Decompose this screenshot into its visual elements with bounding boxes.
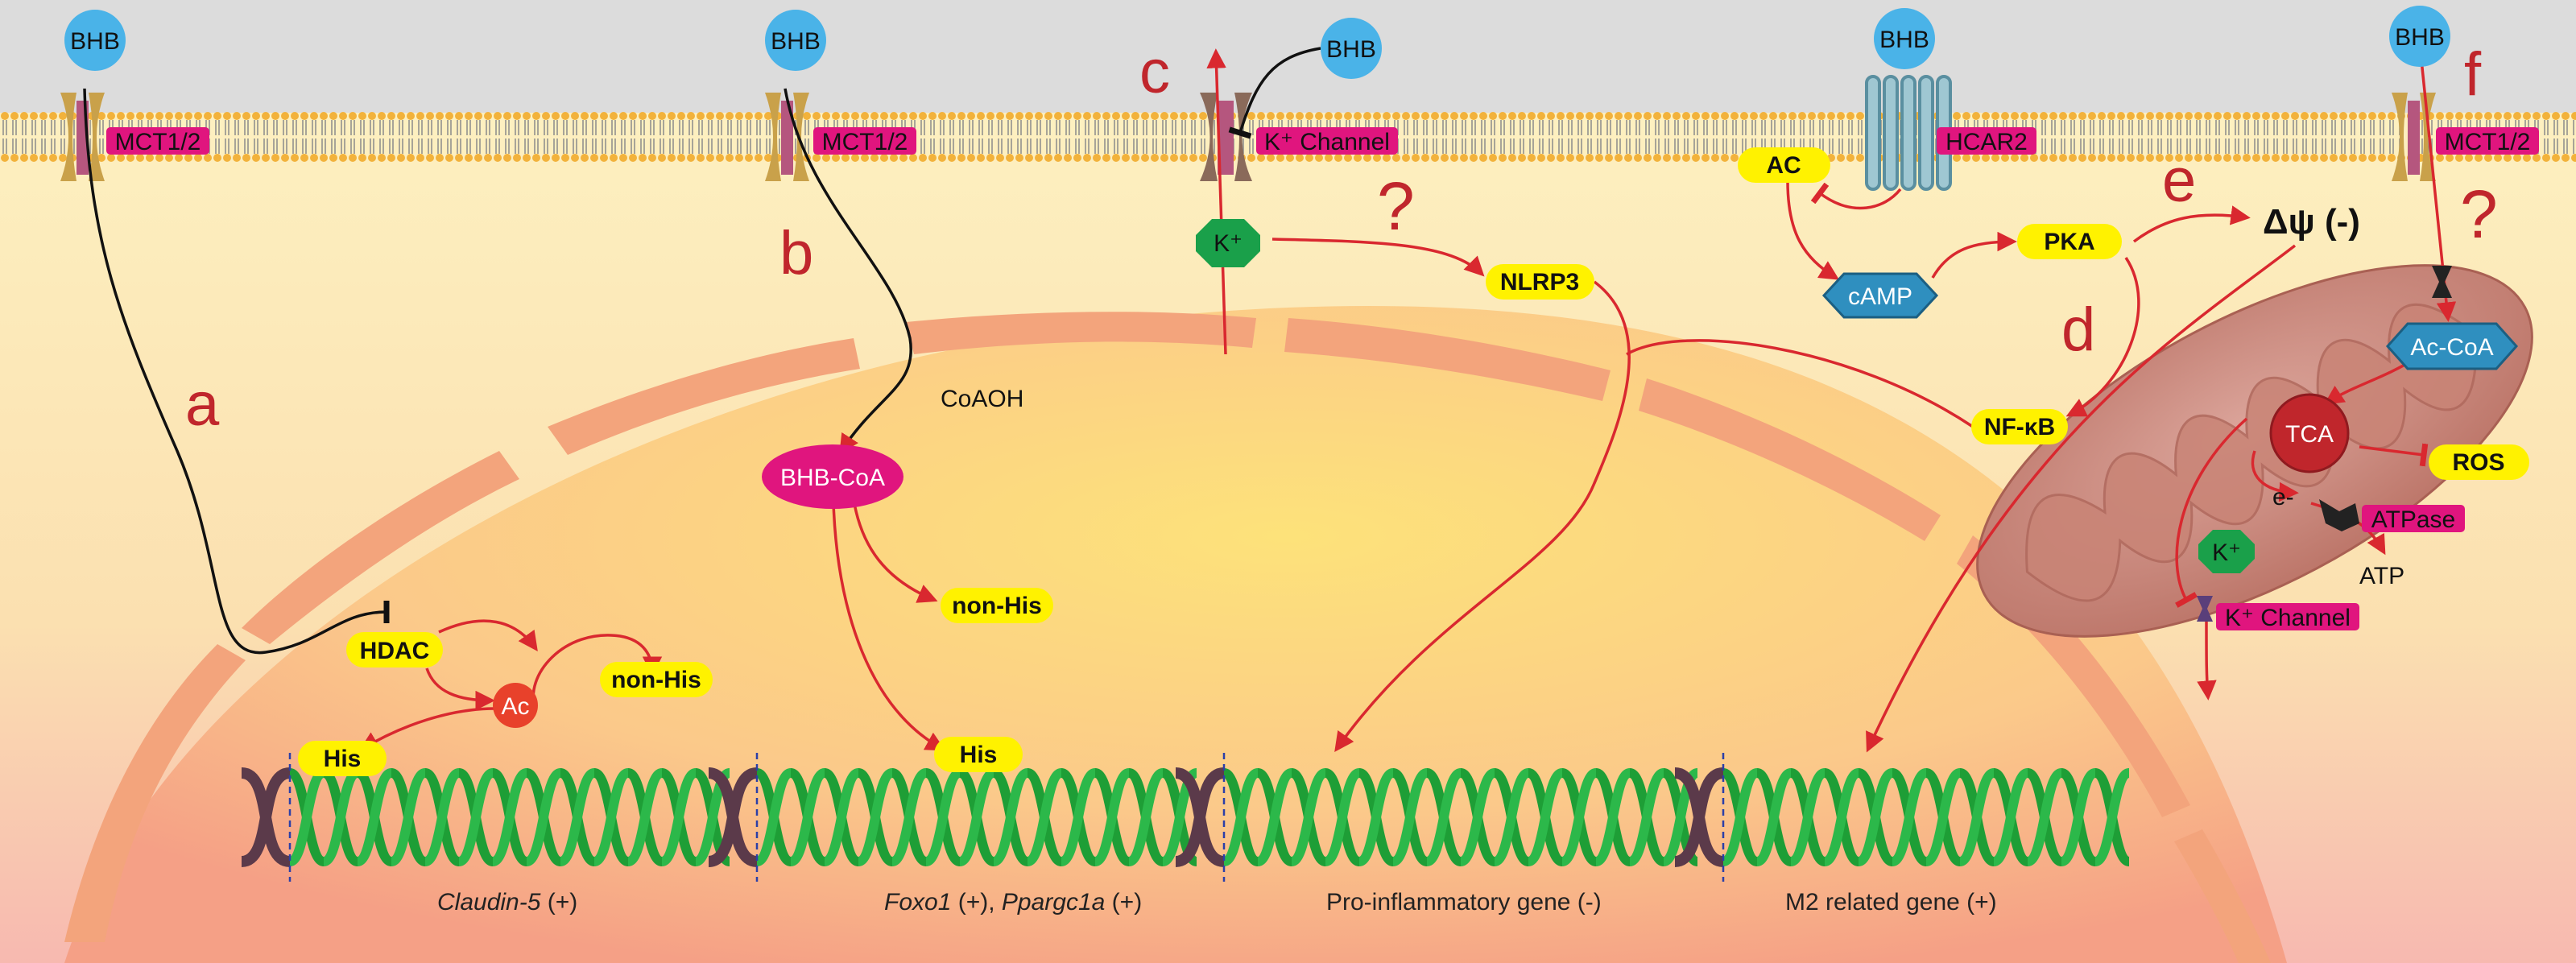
mct-transporter-f [2392, 93, 2436, 181]
svg-text:cAMP: cAMP [1848, 283, 1912, 310]
svg-text:PKA: PKA [2044, 229, 2094, 255]
e-minus-label: e- [2272, 484, 2294, 510]
his-node-b: His [934, 737, 1023, 772]
bhb-molecule-c: BHB [1321, 18, 1382, 79]
svg-text:BHB: BHB [70, 28, 120, 55]
his-node-a: His [298, 741, 387, 776]
non-his-node-a: non-His [600, 662, 713, 697]
extracellular-space [0, 0, 2576, 113]
svg-text:His: His [960, 742, 998, 768]
pka-node: PKA [2017, 224, 2122, 259]
bhb-coa-node: BHB-CoA [762, 444, 903, 509]
bhb-molecule-b: BHB [765, 10, 826, 71]
svg-text:HDAC: HDAC [360, 638, 430, 664]
svg-text:Ac-CoA: Ac-CoA [2410, 334, 2493, 361]
svg-text:BHB: BHB [771, 28, 821, 55]
svg-text:MCT1/2: MCT1/2 [822, 129, 908, 155]
panel-letter-b: b [779, 219, 813, 287]
svg-text:non-His: non-His [611, 667, 701, 693]
coaoh-label: CoAOH [941, 386, 1023, 412]
tca-node: TCA [2269, 393, 2350, 473]
gene-caption-proinflammatory: Pro-inflammatory gene (-) [1326, 889, 1602, 915]
camp-node: cAMP [1821, 272, 1939, 319]
svg-text:ROS: ROS [2452, 449, 2504, 476]
hcar2-label: HCAR2 [1937, 127, 2036, 155]
nlrp3-node: NLRP3 [1486, 264, 1594, 300]
bhb-molecule-d: BHB [1874, 8, 1935, 69]
panel-letter-d: d [2061, 296, 2095, 364]
svg-text:K⁺ Channel: K⁺ Channel [2225, 605, 2351, 631]
mito-k-channel-label: K⁺ Channel [2216, 603, 2359, 631]
mct-label-a: MCT1/2 [106, 127, 209, 155]
panel-letter-e: e [2162, 147, 2196, 215]
panel-letter-f: f [2464, 40, 2482, 109]
svg-text:BHB: BHB [1326, 36, 1376, 63]
gene-caption-m2: M2 related gene (+) [1785, 889, 1997, 915]
bhb-molecule-a: BHB [64, 10, 126, 71]
atp-label: ATP [2359, 563, 2404, 589]
svg-text:AC: AC [1766, 152, 1801, 179]
svg-text:K⁺: K⁺ [2212, 539, 2241, 566]
panel-letter-c: c [1139, 38, 1170, 106]
ac-coa-node: Ac-CoA [2385, 322, 2519, 370]
svg-text:His: His [324, 746, 362, 772]
pathway-lines [83, 43, 2457, 753]
nucleus [64, 306, 2287, 963]
panel-letter-a: a [185, 370, 220, 439]
ac-enzyme-node: AC [1738, 147, 1830, 183]
svg-text:non-His: non-His [952, 593, 1042, 619]
membrane-potential-label: Δψ (-) [2263, 202, 2360, 242]
nfkb-node: NF-κB [1971, 409, 2068, 444]
svg-text:ATPase: ATPase [2371, 506, 2456, 533]
acetyl-node: Ac [493, 683, 538, 728]
dna-helices [240, 753, 2132, 882]
ros-node: ROS [2429, 444, 2529, 480]
k-ion-cytoplasm: K⁺ [1196, 219, 1260, 267]
dna-helix [240, 753, 732, 882]
k-channel-membrane [1200, 93, 1252, 181]
svg-text:NF-κB: NF-κB [1984, 414, 2055, 440]
gene-caption-foxo1: Foxo1 (+), Ppargc1a (+) [884, 889, 1142, 915]
svg-text:BHB: BHB [2395, 24, 2445, 51]
gene-caption-claudin: Claudin-5 (+) [437, 889, 577, 915]
hcar2-receptor [1865, 75, 1952, 191]
svg-text:BHB: BHB [1879, 27, 1929, 53]
mito-channel-symbols [2197, 266, 2452, 622]
svg-text:HCAR2: HCAR2 [1945, 129, 2028, 155]
mct-label-b: MCT1/2 [813, 127, 916, 155]
svg-text:NLRP3: NLRP3 [1500, 269, 1579, 296]
dna-helix [1673, 753, 2132, 882]
bhb-molecule-f: BHB [2389, 6, 2450, 67]
svg-text:MCT1/2: MCT1/2 [2445, 129, 2531, 155]
question-mark-nlrp3: ? [1377, 168, 1415, 244]
dna-helix [1174, 753, 1700, 882]
hdac-node: HDAC [346, 632, 443, 667]
k-channel-label: K⁺ Channel [1256, 127, 1398, 155]
question-mark-mito: ? [2460, 176, 2498, 252]
atpase-label: ATPase [2362, 505, 2465, 533]
svg-text:MCT1/2: MCT1/2 [115, 129, 201, 155]
dna-helix [707, 753, 1199, 882]
k-ion-mito: K⁺ [2198, 530, 2255, 573]
svg-text:Ac: Ac [501, 693, 529, 720]
svg-text:TCA: TCA [2285, 421, 2334, 448]
svg-text:K⁺ Channel: K⁺ Channel [1264, 129, 1390, 155]
mct-transporter-b [765, 93, 809, 181]
non-his-node-b: non-His [941, 588, 1053, 623]
mct-label-f: MCT1/2 [2436, 127, 2539, 155]
svg-text:BHB-CoA: BHB-CoA [780, 465, 885, 491]
svg-text:K⁺: K⁺ [1214, 230, 1243, 257]
